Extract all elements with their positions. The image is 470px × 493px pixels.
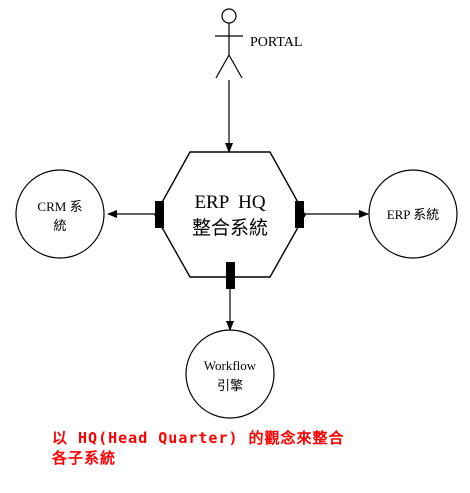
crm-node-label-line1: CRM 系 — [37, 199, 82, 214]
portal-actor-icon — [215, 8, 243, 79]
erp-system-node — [368, 169, 458, 259]
workflow-node-label-line2: 引擎 — [217, 378, 243, 393]
workflow-engine-node — [185, 329, 275, 419]
hub-port-left — [155, 201, 164, 228]
diagram-caption: 以 HQ(Head Quarter) 的觀念來整合 各子系統 — [52, 428, 452, 468]
erp-node-label: ERP 系統 — [387, 207, 440, 222]
crm-node-label-line2: 統 — [53, 218, 66, 233]
hub-port-right — [295, 201, 304, 228]
caption-line1: 以 HQ(Head Quarter) 的觀念來整合 — [52, 429, 345, 447]
workflow-node-label-line1: Workflow — [204, 358, 257, 373]
hub-port-bottom — [226, 262, 235, 289]
caption-line2: 各子系統 — [52, 449, 117, 467]
hub-title-line2: 整合系統 — [192, 217, 268, 239]
crm-system-node — [15, 169, 105, 259]
hub-title-line1: ERP HQ — [194, 192, 265, 213]
portal-label: PORTAL — [250, 35, 303, 50]
erp-hq-hub — [154, 151, 306, 278]
